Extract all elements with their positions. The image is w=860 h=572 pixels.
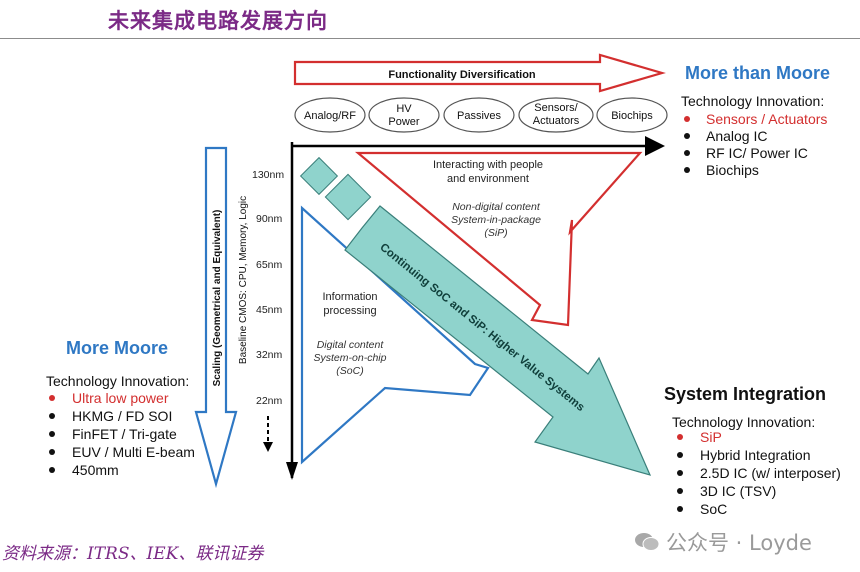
node-label: 45nm xyxy=(256,304,283,316)
system-integration-title: System Integration xyxy=(664,384,826,404)
svg-text:Passives: Passives xyxy=(457,110,502,122)
bubble-biochips: Biochips xyxy=(596,97,668,133)
more-than-moore-list: Sensors / Actuators Analog IC RF IC/ Pow… xyxy=(684,111,827,178)
nondigital-line-2: System-in-package xyxy=(451,214,541,226)
baseline-label: Baseline CMOS: CPU, Memory, Logic xyxy=(238,196,249,364)
watermark: 公众号 · Loyde xyxy=(634,527,812,557)
nondigital-arrow xyxy=(354,151,643,327)
svg-text:Power: Power xyxy=(388,116,420,128)
list-item: Sensors / Actuators xyxy=(706,111,827,127)
system-integration-subtitle: Technology Innovation: xyxy=(672,414,815,430)
more-moore-subtitle: Technology Innovation: xyxy=(46,373,189,389)
teal-square-2 xyxy=(324,173,372,221)
node-label: 32nm xyxy=(256,349,283,361)
information-line-2: processing xyxy=(323,305,376,317)
source-note: 资料来源：ITRS、IEK、联讯证券 xyxy=(2,544,264,564)
list-item: Ultra low power xyxy=(72,390,169,406)
nondigital-line-1: Non-digital content xyxy=(452,201,541,213)
scaling-label: Scaling (Geometrical and Equivalent) xyxy=(212,210,223,387)
nondigital-line-3: (SiP) xyxy=(484,227,507,239)
scaling-arrow xyxy=(194,146,238,489)
list-item: 450mm xyxy=(72,462,119,478)
information-line-1: Information xyxy=(322,291,377,303)
interacting-line-1: Interacting with people xyxy=(433,159,543,171)
list-item: 3D IC (TSV) xyxy=(700,483,776,499)
node-label: 130nm xyxy=(252,169,284,181)
list-item: EUV / Multi E-beam xyxy=(72,444,195,460)
node-label: 65nm xyxy=(256,259,283,271)
diagonal-arrow xyxy=(344,205,652,476)
digital-line-2: System-on-chip xyxy=(314,352,387,364)
svg-text:Actuators: Actuators xyxy=(533,115,580,127)
list-item: FinFET / Tri-gate xyxy=(72,426,177,442)
teal-square-1 xyxy=(299,156,339,196)
more-than-moore-title: More than Moore xyxy=(685,63,830,83)
more-moore-title: More Moore xyxy=(66,338,168,358)
bubble-passives: Passives xyxy=(443,97,515,133)
more-than-moore-subtitle: Technology Innovation: xyxy=(681,93,824,109)
bubble-sensors-actuators: Sensors/ Actuators xyxy=(518,97,594,133)
functionality-label: Functionality Diversification xyxy=(388,69,536,81)
list-item: SiP xyxy=(700,429,722,445)
list-item: HKMG / FD SOI xyxy=(72,408,172,424)
node-label: 90nm xyxy=(256,213,283,225)
y-axis-arrowhead xyxy=(286,462,298,480)
digital-arrow xyxy=(300,205,490,465)
wechat-icon xyxy=(635,533,660,551)
bubble-analog-rf: Analog/RF xyxy=(294,97,366,133)
digital-line-1: Digital content xyxy=(317,339,385,351)
list-item: Hybrid Integration xyxy=(700,447,811,463)
list-item: Analog IC xyxy=(706,128,767,144)
system-integration-list: SiP Hybrid Integration 2.5D IC (w/ inter… xyxy=(677,429,841,517)
list-item: Biochips xyxy=(706,162,759,178)
list-item: 2.5D IC (w/ interposer) xyxy=(700,465,841,481)
title-divider xyxy=(0,38,860,39)
list-item: RF IC/ Power IC xyxy=(706,145,808,161)
svg-text:Sensors/: Sensors/ xyxy=(534,102,578,114)
page-title: 未来集成电路发展方向 xyxy=(108,9,328,33)
bubble-hv-power: HV Power xyxy=(368,97,440,133)
digital-line-3: (SoC) xyxy=(336,365,363,377)
watermark-text: 公众号 · Loyde xyxy=(666,531,812,555)
functionality-arrow xyxy=(293,53,666,93)
svg-text:Analog/RF: Analog/RF xyxy=(304,110,356,122)
svg-text:HV: HV xyxy=(396,103,412,115)
svg-text:Biochips: Biochips xyxy=(611,110,653,122)
node-label: 22nm xyxy=(256,395,283,407)
interacting-line-2: and environment xyxy=(447,173,529,185)
list-item: SoC xyxy=(700,501,727,517)
more-moore-list: Ultra low power HKMG / FD SOI FinFET / T… xyxy=(49,390,195,478)
